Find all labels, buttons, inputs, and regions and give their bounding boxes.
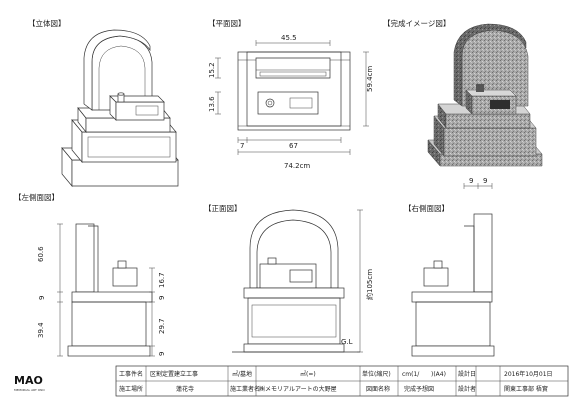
left-dim-167: 16.7: [158, 272, 166, 288]
tb-value-project: 区割定置建立工事: [150, 370, 198, 378]
plan-drawing: [215, 40, 369, 155]
tb-label-project: 工事件名: [119, 370, 143, 378]
tb-value-designer: 関東工事部 梧實: [504, 385, 548, 393]
tb-value-site: 蓮花寺: [176, 385, 194, 393]
left-dim-297: 29.7: [158, 318, 166, 334]
tb-value-date: 2016年10月01日: [504, 370, 553, 378]
tb-label-date: 設計日: [458, 370, 476, 378]
right-side-drawing: [411, 183, 495, 357]
tb-value-scale: cm(1/: [402, 371, 420, 378]
front-drawing: [232, 209, 363, 353]
front-dim-height: 約105cm: [365, 269, 374, 300]
tb-area-plot: ㎡/墓地: [232, 370, 252, 378]
plan-dim-total: 74.2cm: [284, 162, 310, 170]
tb-label-contractor: 施工業者名: [230, 385, 260, 393]
plan-dim-depth: 59.4cm: [366, 66, 374, 92]
left-view-title: 【左側面図】: [14, 192, 59, 202]
left-dim-606: 60.6: [37, 246, 45, 262]
tb-label-scale: 単位(縮尺): [362, 370, 391, 378]
left-dim-394: 39.4: [37, 322, 45, 338]
plan-dim-67: 67: [289, 142, 298, 150]
image-view-title: 【完成イメージ図】: [383, 18, 450, 28]
iso-view-title: 【立体図】: [28, 18, 66, 28]
completion-image: [427, 23, 543, 167]
left-dim-9a: 9: [38, 296, 46, 300]
left-side-drawing: [57, 223, 155, 357]
right-view-title: 【右側面図】: [404, 203, 449, 213]
front-view-title: 【正面図】: [204, 204, 242, 213]
tb-area-value: ㎡(=): [300, 370, 316, 378]
plan-dim-h1: 15.2: [208, 62, 216, 78]
plan-view-title: 【平面図】: [208, 19, 246, 28]
right-dim-9a: 9: [469, 177, 473, 185]
isometric-drawing: [61, 29, 179, 187]
company-logo: MAO: [14, 374, 43, 387]
title-block: [115, 365, 569, 397]
tb-value-paper: )(A4): [431, 371, 446, 378]
tb-label-drawing: 図面名称: [366, 385, 390, 393]
tb-label-site: 施工場所: [119, 385, 143, 393]
tb-label-designer: 設計者: [458, 385, 476, 393]
front-gl-label: G.L: [341, 338, 353, 346]
right-dim-9b: 9: [483, 177, 487, 185]
plan-dim-h2: 13.6: [208, 96, 216, 112]
plan-dim-7: 7: [240, 142, 244, 150]
tb-value-contractor: ㈱メモリアルアートの大野屋: [259, 385, 337, 393]
company-logo-sub: MEMORIAL ART ONO: [14, 388, 45, 392]
plan-dim-top: 45.5: [281, 34, 297, 42]
left-dim-9b: 9: [158, 296, 166, 300]
left-dim-9c: 9: [158, 352, 166, 356]
tb-value-drawing: 完成予想図: [404, 385, 434, 393]
